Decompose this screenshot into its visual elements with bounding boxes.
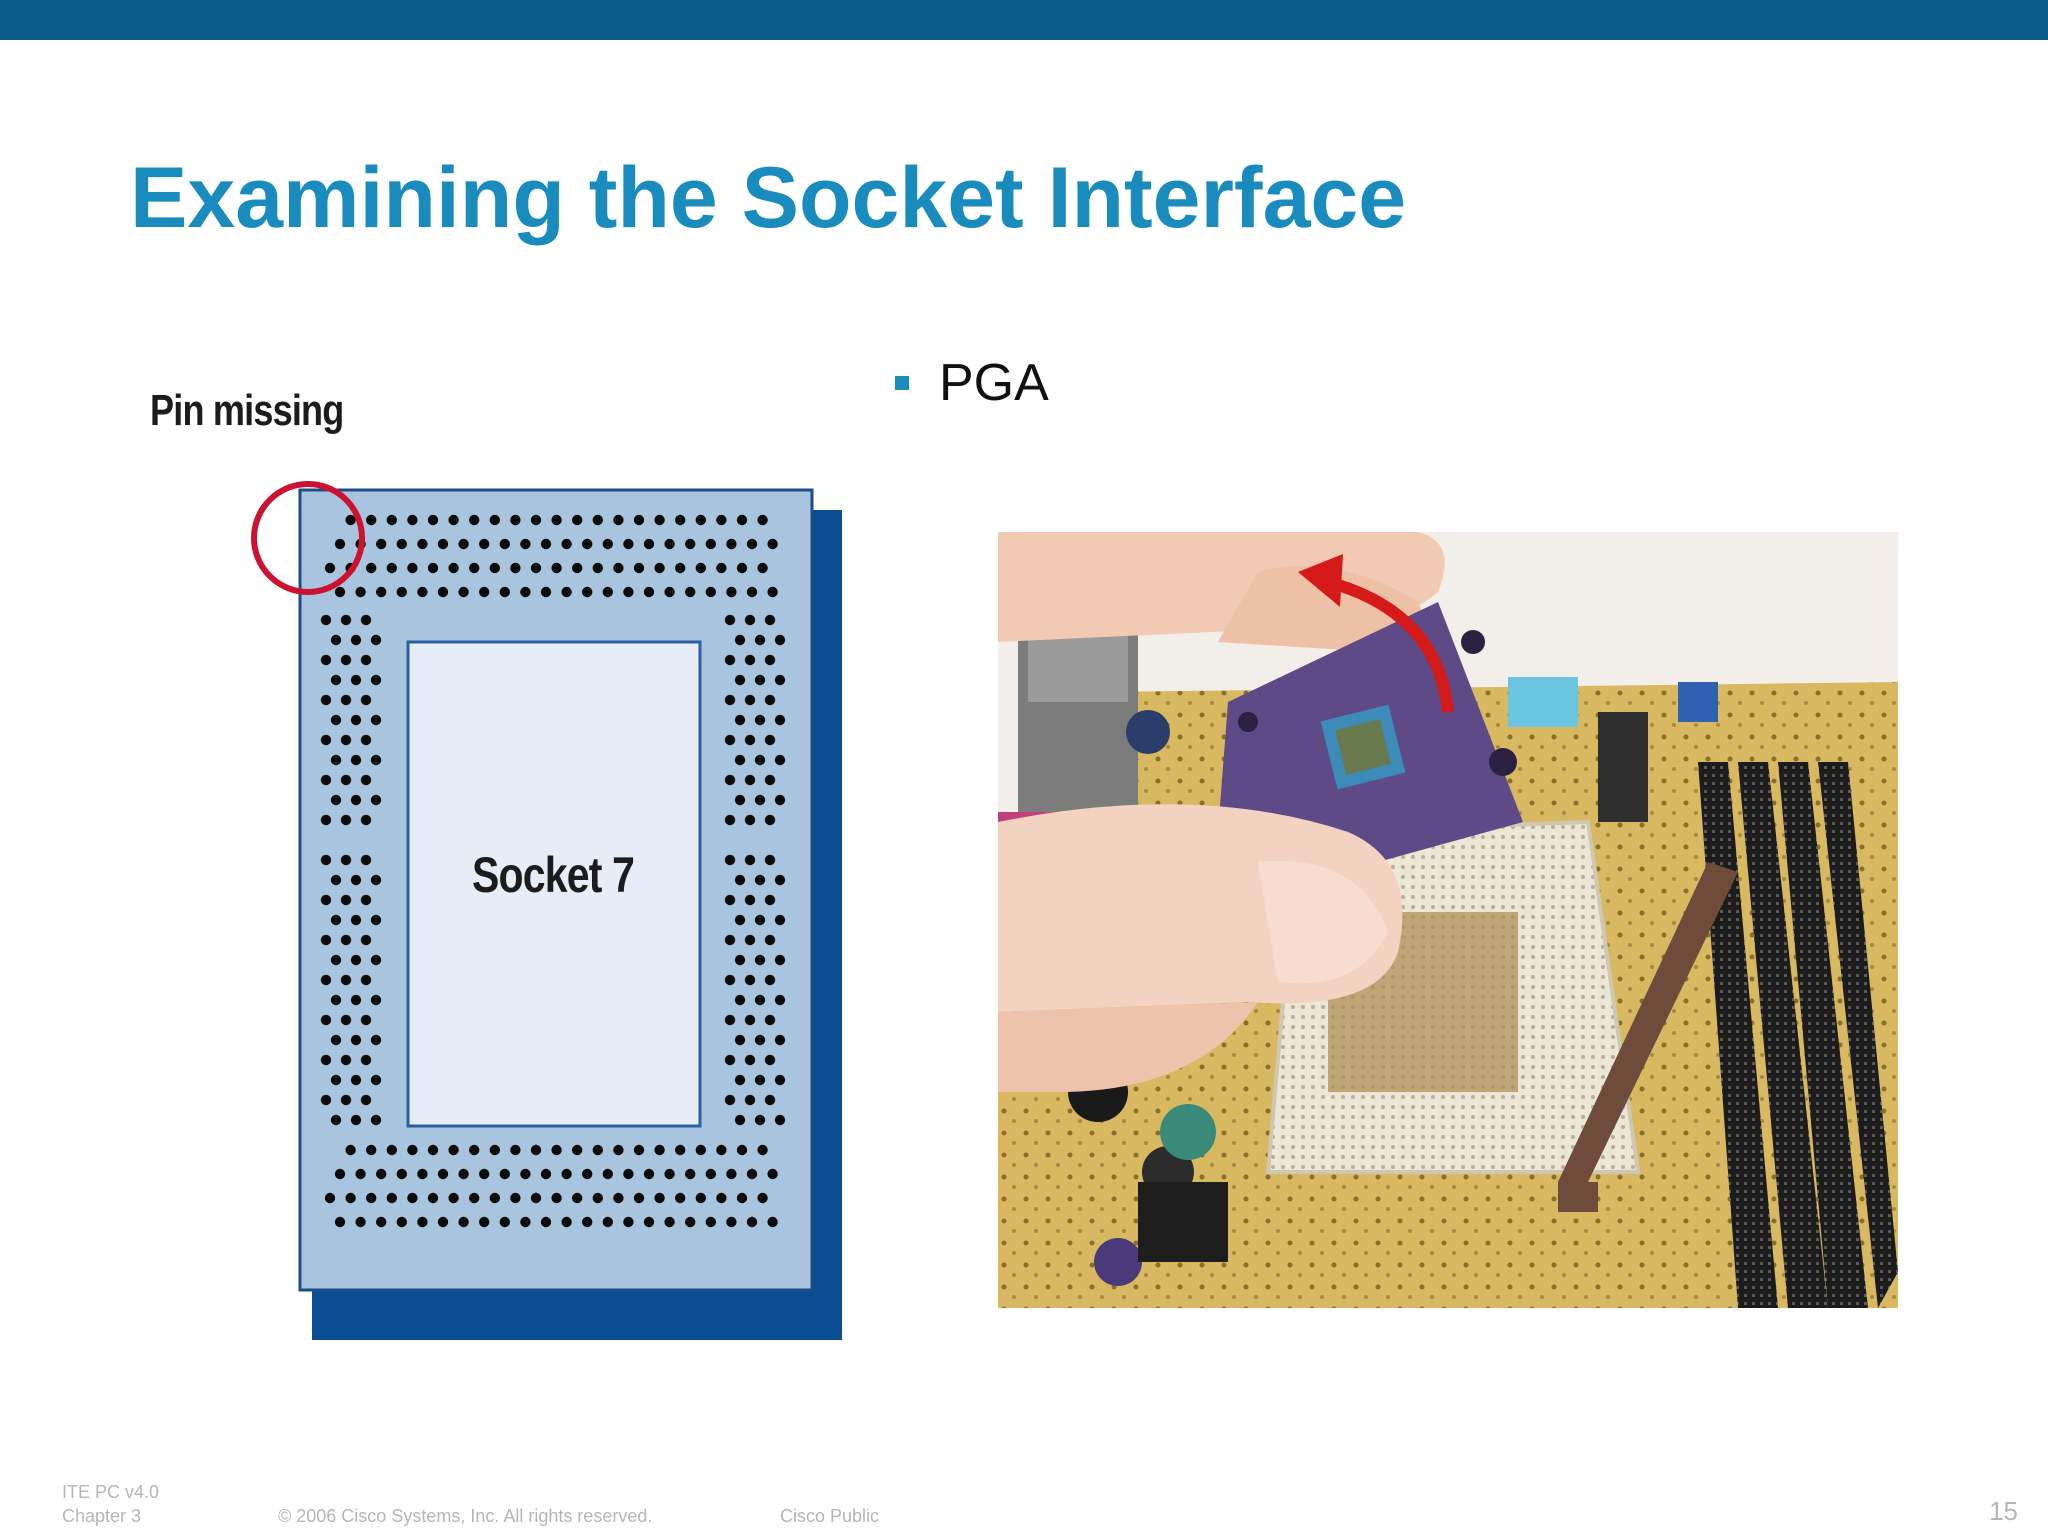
slide-title: Examining the Socket Interface <box>130 150 1407 246</box>
pin-holes <box>320 514 786 1228</box>
bullet-item: PGA <box>895 348 1049 418</box>
bullet-text: PGA <box>939 354 1049 412</box>
socket-diagram-graphic <box>251 481 842 1340</box>
cpu-insertion-photo-graphic <box>998 532 1898 1308</box>
pin-missing-label: Pin missing <box>150 386 344 435</box>
footer-chapter: Chapter 3 <box>62 1506 142 1526</box>
bullet-square-icon <box>895 376 909 390</box>
page-number: 15 <box>1989 1496 2018 1526</box>
footer-classification: Cisco Public <box>780 1506 880 1526</box>
missing-pin-circle <box>251 481 365 595</box>
footer-copyright: © 2006 Cisco Systems, Inc. All rights re… <box>278 1506 653 1526</box>
top-bar <box>0 0 2048 40</box>
socket-label: Socket 7 <box>472 847 635 903</box>
socket-diagram: Pin missing Socket 7 <box>130 370 870 1350</box>
cpu-insertion-photo <box>998 532 1898 1308</box>
footer-course: ITE PC v4.0 <box>62 1482 160 1502</box>
socket-center <box>406 640 702 1128</box>
